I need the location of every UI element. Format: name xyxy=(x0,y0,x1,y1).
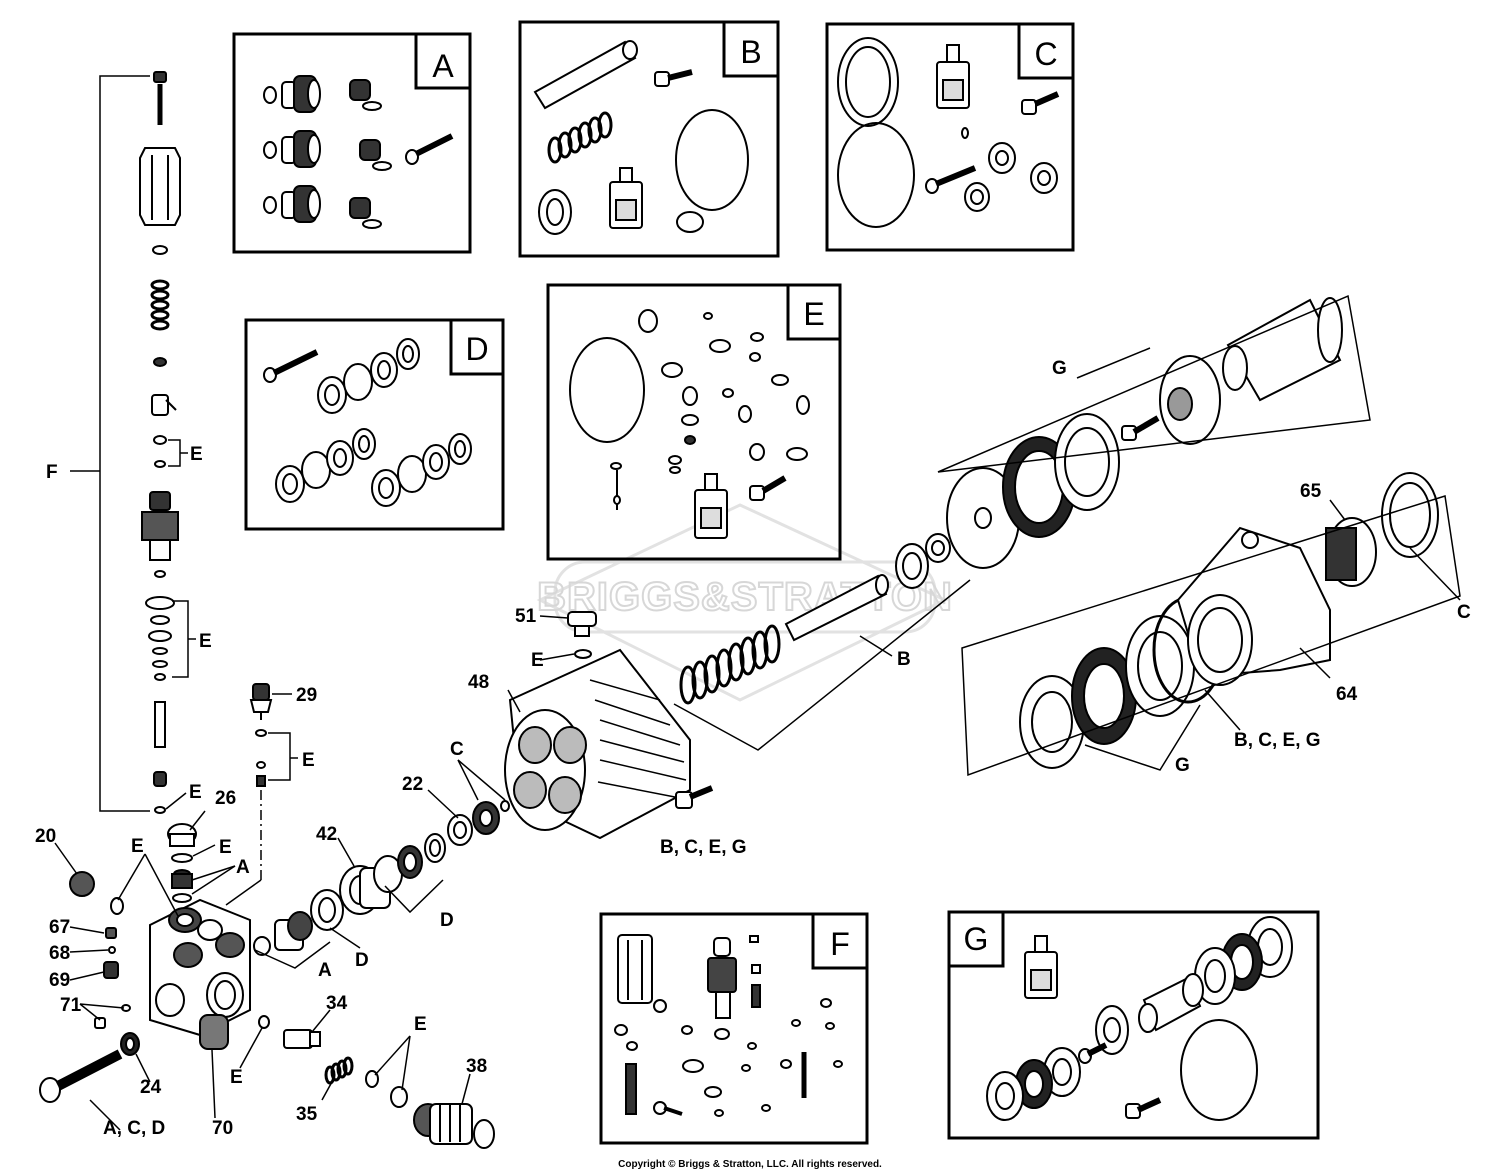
kit-letter-a: A xyxy=(432,48,454,84)
kit-d-parts xyxy=(263,338,472,507)
label-E-9: E xyxy=(531,650,544,671)
kit-b-parts xyxy=(533,40,749,235)
kit-letter-b: B xyxy=(740,34,761,70)
label-F: F xyxy=(46,462,58,483)
label-70: 70 xyxy=(212,1118,233,1139)
copyright-notice: Copyright © Briggs & Stratton, LLC. All … xyxy=(618,1159,882,1170)
kit-box-d xyxy=(244,318,505,531)
label-48: 48 xyxy=(468,672,489,693)
label-68: 68 xyxy=(49,943,70,964)
kit-box-f xyxy=(599,912,869,1145)
label-64: 64 xyxy=(1336,684,1358,705)
label-38: 38 xyxy=(466,1056,487,1077)
unloader-stack xyxy=(139,71,181,814)
label-E-2: E xyxy=(199,631,212,652)
kit-a-parts xyxy=(263,75,454,229)
kit-box-e xyxy=(546,283,842,561)
label-E-7: E xyxy=(230,1067,243,1088)
label-20: 20 xyxy=(35,826,56,847)
label-acd: A, C, D xyxy=(103,1118,165,1139)
kit-letter-e: E xyxy=(803,296,824,332)
kit-c-parts xyxy=(837,37,1060,228)
label-G-2: G xyxy=(1175,755,1190,776)
pump-body-48 xyxy=(504,611,714,840)
label-bceg-1: B, C, E, G xyxy=(660,837,747,858)
label-69: 69 xyxy=(49,970,70,991)
label-C-2: C xyxy=(1457,602,1471,623)
kit-g-parts xyxy=(986,916,1293,1121)
leader-lines xyxy=(54,615,575,1131)
label-26: 26 xyxy=(215,788,236,809)
kit-box-a xyxy=(232,32,472,254)
manifold-assembly xyxy=(39,800,510,1149)
kit-e-parts xyxy=(569,309,810,539)
kit-box-g xyxy=(947,910,1320,1140)
part-29 xyxy=(249,683,273,787)
kit-letter-g: G xyxy=(964,921,989,957)
label-67: 67 xyxy=(49,917,70,938)
label-51: 51 xyxy=(515,606,537,627)
label-E-6: E xyxy=(219,837,232,858)
label-34: 34 xyxy=(326,993,348,1014)
kit-box-c xyxy=(825,22,1075,252)
kit-f-parts xyxy=(614,934,843,1117)
label-B: B xyxy=(897,649,911,670)
label-A-1: A xyxy=(236,857,250,878)
label-E-3: E xyxy=(302,750,315,771)
label-29: 29 xyxy=(296,685,317,706)
label-A-2: A xyxy=(318,960,332,981)
e-brackets-stack xyxy=(165,439,196,810)
label-71: 71 xyxy=(60,995,82,1016)
label-E-5: E xyxy=(131,836,144,857)
label-E-8: E xyxy=(414,1014,427,1035)
kit-letter-d: D xyxy=(465,331,488,367)
label-D-1: D xyxy=(355,950,369,971)
label-65: 65 xyxy=(1300,481,1322,502)
label-35: 35 xyxy=(296,1104,318,1125)
kit-letter-f: F xyxy=(830,926,850,962)
plunger-assembly-g xyxy=(946,297,1343,569)
kit-letter-c: C xyxy=(1034,36,1057,72)
plunger-spring xyxy=(679,533,951,705)
label-24: 24 xyxy=(140,1077,162,1098)
f-bracket xyxy=(70,75,150,812)
label-bceg-2: B, C, E, G xyxy=(1234,730,1321,751)
watermark-text: BRIGGS&STRATTON xyxy=(537,575,953,619)
label-E-4: E xyxy=(189,782,202,803)
label-C-1: C xyxy=(450,739,464,760)
label-D-2: D xyxy=(440,910,454,931)
label-22: 22 xyxy=(402,774,423,795)
crankcase-64 xyxy=(1019,472,1439,769)
kit-box-b xyxy=(518,20,780,258)
label-42: 42 xyxy=(316,824,337,845)
label-E-1: E xyxy=(190,444,203,465)
label-G-1: G xyxy=(1052,358,1067,379)
